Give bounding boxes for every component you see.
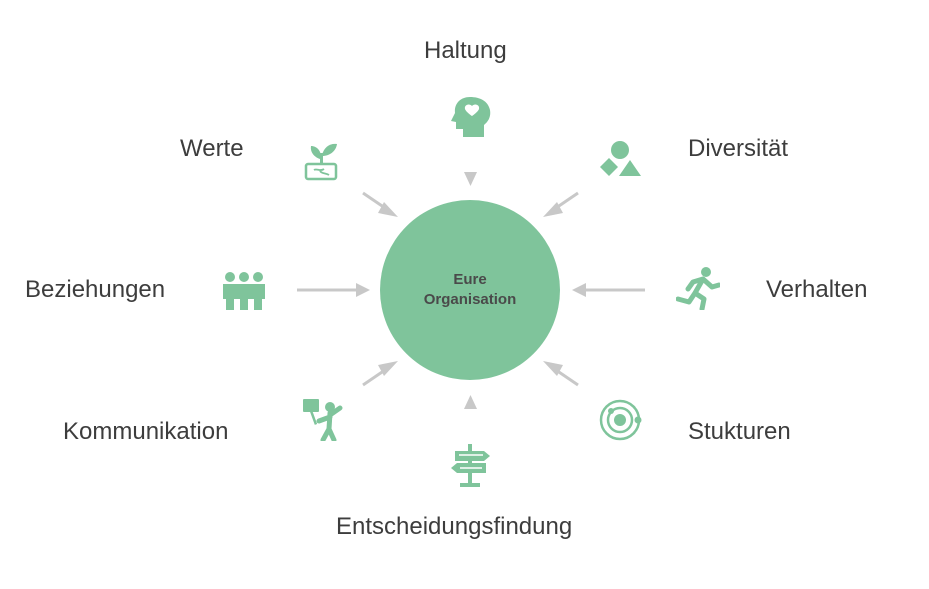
center-label-line1: Eure <box>453 271 487 288</box>
group-people-icon <box>222 268 266 312</box>
label-kommunikation: Kommunikation <box>63 418 229 445</box>
arrow-stukturen <box>543 361 579 387</box>
orbit-icon <box>598 398 642 442</box>
center-circle: Eure Organisation <box>380 200 560 380</box>
label-diversitaet: Diversität <box>688 135 789 162</box>
label-entscheidungsfindung: Entscheidungsfindung <box>336 513 573 540</box>
shapes-icon <box>598 138 642 182</box>
label-beziehungen: Beziehungen <box>25 276 166 303</box>
label-stukturen: Stukturen <box>688 418 791 445</box>
running-person-icon <box>676 266 720 310</box>
arrow-beziehungen <box>297 283 370 297</box>
label-haltung: Haltung <box>424 37 507 64</box>
arrow-entscheidungsfindung <box>464 395 477 409</box>
signpost-icon <box>448 443 492 487</box>
center-label-line2: Organisation <box>423 291 517 308</box>
arrow-haltung <box>464 172 477 186</box>
label-werte: Werte <box>180 135 244 162</box>
arrow-werte <box>362 191 398 217</box>
protest-sign-icon <box>302 397 346 441</box>
arrow-verhalten <box>572 283 645 297</box>
arrow-kommunikation <box>362 361 398 387</box>
seedling-icon <box>300 137 344 181</box>
head-heart-icon <box>450 95 494 139</box>
label-verhalten: Verhalten <box>766 276 868 303</box>
arrow-diversitaet <box>543 191 579 217</box>
